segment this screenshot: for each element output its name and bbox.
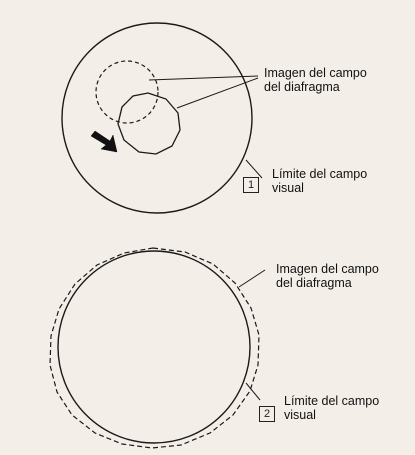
label-field-limit-2: Límite del campo visual: [284, 394, 380, 422]
panel-2-drawing: [49, 247, 266, 449]
field-of-view-circle: [61, 22, 253, 214]
diaphragm-image-polygon: [117, 92, 181, 155]
leader-line-diaphragm-top: [148, 75, 259, 81]
panel-number-1: 1: [243, 177, 259, 193]
label-diaphragm-image-1: Imagen del campo del diafragma: [264, 66, 367, 94]
panel-1: Imagen del campo del diafragma Límite de…: [0, 0, 415, 225]
diaphragm-image-dashed-circle: [95, 60, 159, 124]
panel-1-drawing: [61, 22, 263, 214]
panel-2: Imagen del campo del diafragma Límite de…: [0, 225, 415, 455]
field-of-view-circle: [57, 250, 251, 444]
arrow-down-right-icon: [90, 130, 118, 153]
leader-line-diaphragm-bottom: [176, 77, 259, 109]
leader-line-diaphragm: [238, 269, 266, 288]
leader-line-field-limit: [245, 159, 263, 179]
label-diaphragm-image-2: Imagen del campo del diafragma: [276, 262, 379, 290]
leader-line-field-limit: [245, 382, 261, 401]
panel-number-2: 2: [259, 406, 275, 422]
diaphragm-image-dashed-polygon: [49, 247, 260, 449]
label-field-limit-1: Límite del campo visual: [272, 167, 368, 195]
